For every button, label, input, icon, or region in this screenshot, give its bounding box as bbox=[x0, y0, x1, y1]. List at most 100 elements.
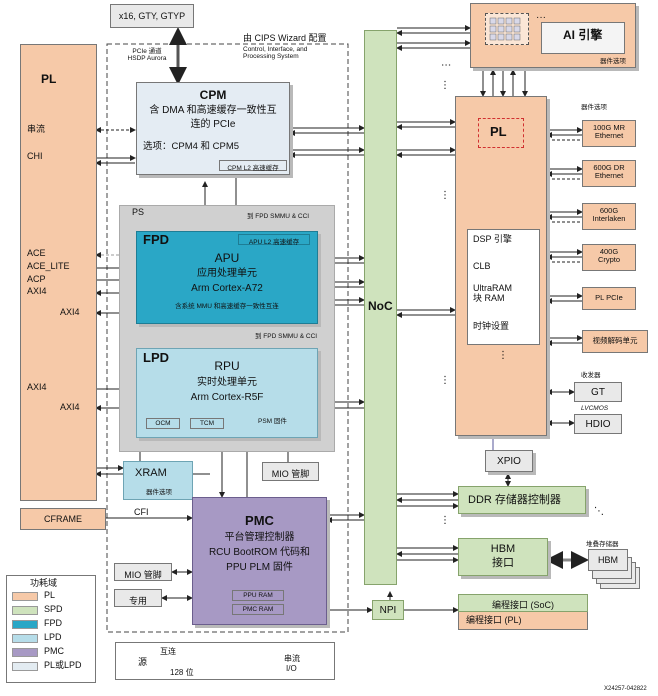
dedicated-pins: 专用 bbox=[114, 589, 162, 607]
ddr-controller-label: DDR 存储器控制器 bbox=[468, 494, 561, 506]
key-io: I/O bbox=[286, 664, 297, 673]
apu-note: 含系统 MMU 和高速缓存一致性互连 bbox=[175, 303, 279, 310]
ip-100g-ethernet: 100G MR Ethernet bbox=[582, 120, 636, 147]
ellipsis-dots: ⋮ bbox=[498, 350, 508, 361]
figure-id: X24257-042822 bbox=[604, 686, 647, 692]
cfi-label: CFI bbox=[134, 507, 149, 517]
hdio-block: HDIO bbox=[574, 414, 622, 434]
pmc-line-1: 平台管理控制器 bbox=[224, 532, 295, 543]
xram-option: 器件选项 bbox=[146, 489, 172, 496]
apu-core: Arm Cortex-A72 bbox=[191, 283, 263, 294]
legend-label: FPD bbox=[44, 618, 62, 628]
pl-left-label-ace-lite: ACE_LITE bbox=[27, 261, 70, 271]
ellipsis-dots: ⋮ bbox=[440, 515, 450, 526]
pl-left-label-stream: 串流 bbox=[27, 124, 46, 134]
ip-400g-crypto: 400G Crypto bbox=[582, 244, 636, 271]
pl-left-label-ace: ACE bbox=[27, 248, 46, 258]
ip-600g-interlaken: 600G Interlaken bbox=[582, 203, 636, 230]
apu-title: APU bbox=[214, 251, 240, 265]
xram-title: XRAM bbox=[135, 467, 167, 479]
pl-resource-clb: CLB bbox=[473, 261, 491, 271]
ai-tile-array bbox=[485, 13, 529, 45]
lpd-domain-label: LPD bbox=[143, 350, 169, 365]
pl-left-label-axi4-b: AXI4 bbox=[60, 307, 80, 317]
pl-right-title: PL bbox=[490, 124, 507, 139]
pl-left-label-axi4-d: AXI4 bbox=[60, 402, 80, 412]
line-key bbox=[115, 642, 335, 680]
cpm-title: CPM bbox=[199, 88, 227, 102]
ellipsis-dots: ⋮ bbox=[440, 375, 450, 386]
ai-engine-option: 器件选项 bbox=[600, 58, 626, 65]
ellipsis-dots: ··· bbox=[536, 12, 546, 23]
gt-block: GT bbox=[574, 382, 622, 402]
io-label: x16, GTY, GTYP bbox=[118, 11, 186, 21]
ip-video-decoder: 视频解码单元 bbox=[582, 330, 648, 353]
ip-video-decoder-label: 视频解码单元 bbox=[592, 336, 638, 345]
apu-subtitle: 应用处理单元 bbox=[197, 268, 257, 279]
ps-label: PS bbox=[132, 207, 145, 217]
cpm-options: 选项：CPM4 和 CPM5 bbox=[143, 141, 240, 152]
ip-100g-ethernet-label: 100G MR Ethernet bbox=[592, 123, 626, 141]
ellipsis-dots: ⋮ bbox=[440, 80, 450, 91]
key-stream: 串流 bbox=[284, 654, 300, 663]
cpm-desc: 含 DMA 和高速缓存一致性互 连的 PCIe bbox=[149, 105, 277, 130]
legend-label: PMC bbox=[44, 646, 64, 656]
legend-label: PL或LPD bbox=[44, 660, 82, 670]
hbm-interface-label: HBM 接口 bbox=[490, 543, 516, 570]
legend-swatch bbox=[12, 606, 38, 615]
fpd-smmu-note-1: 到 FPD SMMU & CCI bbox=[247, 213, 310, 220]
mio-pins-lower: MIO 管脚 bbox=[114, 563, 172, 581]
psm-firmware-label: PSM 固件 bbox=[258, 418, 287, 425]
cpm-block bbox=[136, 82, 290, 175]
hbm-chip: HBM bbox=[588, 549, 628, 571]
pmc-block bbox=[192, 497, 327, 625]
rpu-title: RPU bbox=[214, 359, 240, 373]
key-source: 源 bbox=[138, 657, 148, 667]
pmc-line-3: PPU PLM 固件 bbox=[226, 562, 293, 573]
io-transceiver-box: x16, GTY, GTYP bbox=[110, 4, 194, 28]
legend-label: LPD bbox=[44, 632, 62, 642]
pl-left-title: PL bbox=[41, 72, 57, 86]
legend-swatch bbox=[12, 662, 38, 671]
ocm-box: OCM bbox=[146, 418, 180, 429]
xpio-block: XPIO bbox=[485, 450, 533, 472]
pl-right-option: 器件选项 bbox=[581, 104, 607, 111]
cframe-block: CFRAME bbox=[20, 508, 106, 530]
ellipsis-dots: ⋮ bbox=[440, 60, 451, 70]
tcm-box: TCM bbox=[190, 418, 224, 429]
legend-title: 功耗域 bbox=[30, 578, 58, 588]
ip-400g-crypto-label: 400G Crypto bbox=[597, 247, 621, 265]
stacked-memory-label: 堆叠存储器 bbox=[586, 541, 619, 548]
ip-pl-pcie: PL PCIe bbox=[582, 287, 636, 310]
cpm-l2-cache: CPM L2 高速缓存 bbox=[219, 160, 287, 172]
legend-swatch bbox=[12, 592, 38, 601]
pl-left-label-acp: ACP bbox=[27, 274, 46, 284]
rpu-core: Arm Cortex-R5F bbox=[190, 392, 264, 403]
mio-pins-upper: MIO 管脚 bbox=[262, 462, 319, 481]
ip-600g-interlaken-label: 600G Interlaken bbox=[592, 206, 626, 224]
fpd-domain-label: FPD bbox=[143, 232, 169, 247]
ip-600g-ethernet-label: 600G DR Ethernet bbox=[593, 163, 625, 181]
cips-title: 由 CIPS Wizard 配置 bbox=[243, 33, 327, 43]
legend-swatch bbox=[12, 648, 38, 657]
pl-left-block bbox=[20, 44, 97, 501]
pmc-line-2: RCU BootROM 代码和 bbox=[208, 547, 311, 558]
pl-resource-ram: UltraRAM 块 RAM bbox=[473, 283, 513, 303]
pl-resource-dsp: DSP 引擎 bbox=[473, 234, 512, 244]
prog-interface-soc: 编程接口 (SoC) bbox=[458, 594, 588, 612]
ellipsis-dots: ⋱ bbox=[594, 506, 604, 517]
legend-swatch bbox=[12, 620, 38, 629]
legend-swatch bbox=[12, 634, 38, 643]
pl-left-label-axi4-c: AXI4 bbox=[27, 382, 47, 392]
pmc-title: PMC bbox=[245, 513, 274, 528]
ppu-ram-box: PPU RAM bbox=[232, 590, 284, 601]
key-interconnect: 互连 bbox=[160, 647, 176, 656]
transceiver-label: 收发器 bbox=[581, 372, 601, 379]
fpd-smmu-note-2: 到 FPD SMMU & CCI bbox=[255, 333, 318, 340]
pmc-ram-box: PMC RAM bbox=[232, 604, 284, 615]
pl-right-dashed bbox=[478, 118, 524, 148]
ai-engine-title-box bbox=[541, 22, 625, 54]
noc-label: NoC bbox=[368, 299, 393, 313]
pl-right-resources bbox=[467, 229, 540, 345]
npi-block: NPI bbox=[372, 600, 404, 620]
